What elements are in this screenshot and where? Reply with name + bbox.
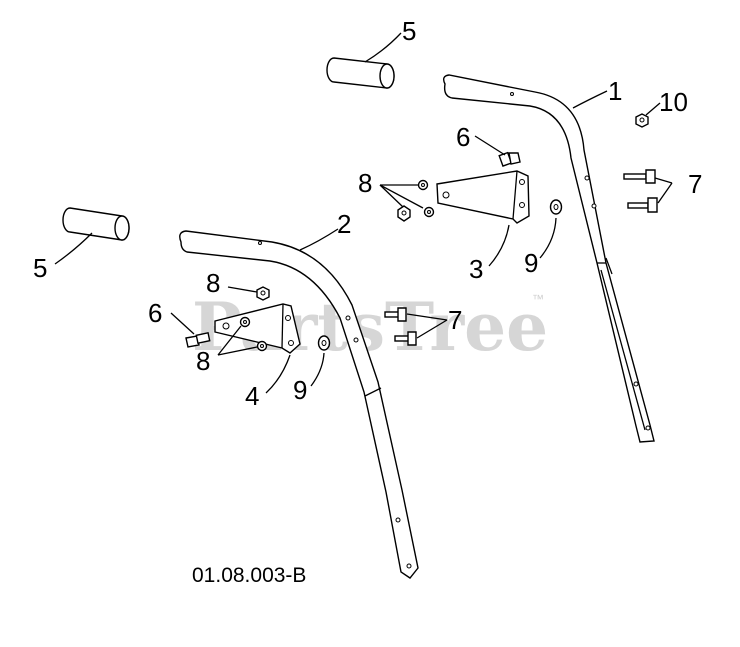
screws-left-part bbox=[384, 307, 417, 346]
callout-upper-handle-right: 1 bbox=[608, 76, 622, 106]
washer-left-part bbox=[317, 335, 331, 351]
screws-right-part bbox=[623, 169, 658, 213]
callout-screws-right: 7 bbox=[688, 169, 702, 199]
bracket-left-part bbox=[214, 303, 301, 354]
bracket-right-part bbox=[436, 170, 530, 224]
callout-nut-small: 10 bbox=[659, 87, 688, 117]
callout-nut-left-top: 8 bbox=[206, 268, 220, 298]
callout-nuts-left-bottom: 8 bbox=[196, 346, 210, 376]
callout-screws-left: 7 bbox=[448, 305, 462, 335]
washer-right-part bbox=[549, 199, 563, 215]
leader-lines bbox=[54, 32, 673, 394]
grip-left-part bbox=[62, 207, 130, 241]
upper-handle-right-part bbox=[442, 74, 655, 443]
bolt-left-part bbox=[185, 332, 211, 348]
callout-upper-handle-left: 2 bbox=[337, 209, 351, 239]
callout-washer-left: 9 bbox=[293, 375, 307, 405]
bolt-right-part bbox=[498, 151, 521, 167]
callout-nuts-right: 8 bbox=[358, 168, 372, 198]
grip-top-part bbox=[326, 57, 395, 89]
callout-bracket-left: 4 bbox=[245, 381, 259, 411]
callout-bolt-right: 6 bbox=[456, 122, 470, 152]
nuts-right-part bbox=[397, 179, 435, 222]
callout-bolt-left: 6 bbox=[148, 298, 162, 328]
callout-grip-top: 5 bbox=[402, 16, 416, 46]
callout-bracket-right: 3 bbox=[469, 254, 483, 284]
callout-washer-right: 9 bbox=[524, 248, 538, 278]
watermark-trademark: ™ bbox=[532, 292, 544, 306]
nut-small-part bbox=[635, 113, 649, 128]
drawing-code: 01.08.003-B bbox=[192, 564, 306, 587]
callout-grip-left: 5 bbox=[33, 253, 47, 283]
nuts-left-part bbox=[239, 286, 270, 352]
upper-handle-left-part bbox=[179, 230, 419, 579]
